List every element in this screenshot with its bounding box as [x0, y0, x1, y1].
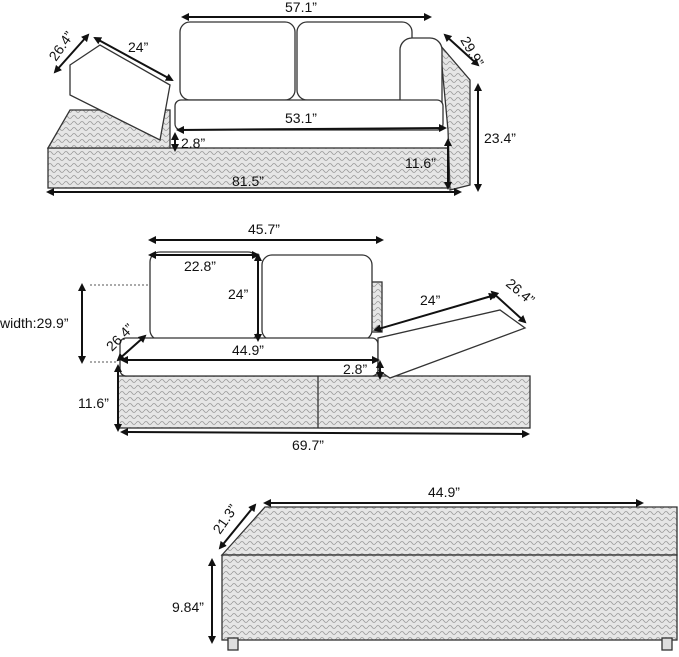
dim-arrow	[176, 124, 447, 134]
side-view: 45.7” 22.8” 24” width:29.9” 24” 26.4” 26…	[0, 221, 538, 453]
ottoman-leg	[661, 637, 673, 651]
dim-label: 24”	[420, 292, 441, 308]
dim-label: 26.4”	[503, 275, 538, 308]
dim-label: width:29.9”	[0, 315, 69, 331]
dim-arrow	[218, 503, 257, 550]
dim-label: 9.84”	[172, 599, 204, 615]
dim-arrow	[490, 290, 527, 324]
dim-label: 2.8”	[181, 135, 205, 151]
dim-label: 2.8”	[343, 361, 367, 377]
dim-label: 24”	[128, 39, 149, 55]
back-cushion-right	[261, 254, 373, 341]
dim-label: 57.1”	[285, 0, 317, 15]
dim-label: 22.8”	[184, 258, 216, 274]
sofa-base	[47, 147, 449, 189]
dim-arrow	[120, 428, 530, 438]
dim-label: 21.3”	[209, 501, 241, 537]
sofa-base	[117, 375, 531, 429]
dim-label: 23.4”	[484, 130, 516, 146]
dim-label: 24”	[228, 286, 249, 302]
back-cushion-left	[179, 21, 296, 101]
dim-label: 44.9”	[428, 484, 460, 500]
dim-arrow	[93, 37, 174, 81]
dim-label: 45.7”	[248, 221, 280, 237]
sofa-view: 57.1” 26.4” 24” 29.9” 53.1” 2.8” 23.4” 1…	[45, 0, 516, 196]
dim-label: 11.6”	[405, 155, 436, 171]
back-cushion-right	[296, 21, 413, 101]
dim-arrow	[53, 33, 90, 74]
dim-label: 26.4”	[45, 28, 77, 64]
ottoman-body	[221, 554, 678, 641]
dim-label: 53.1”	[285, 110, 317, 126]
ottoman-leg	[227, 637, 239, 651]
dim-arrow	[443, 33, 480, 67]
chaise-back-raised	[377, 309, 527, 379]
dim-label: 69.7”	[292, 437, 324, 453]
ottoman-top	[220, 506, 678, 556]
dim-arrow	[373, 292, 497, 333]
dim-label: 81.5”	[232, 173, 264, 189]
ottoman-view: 44.9” 21.3” 9.84”	[172, 484, 678, 651]
dim-label: 44.9”	[232, 342, 264, 358]
dim-label: 11.6”	[78, 395, 109, 411]
sofa-arm	[439, 43, 471, 191]
